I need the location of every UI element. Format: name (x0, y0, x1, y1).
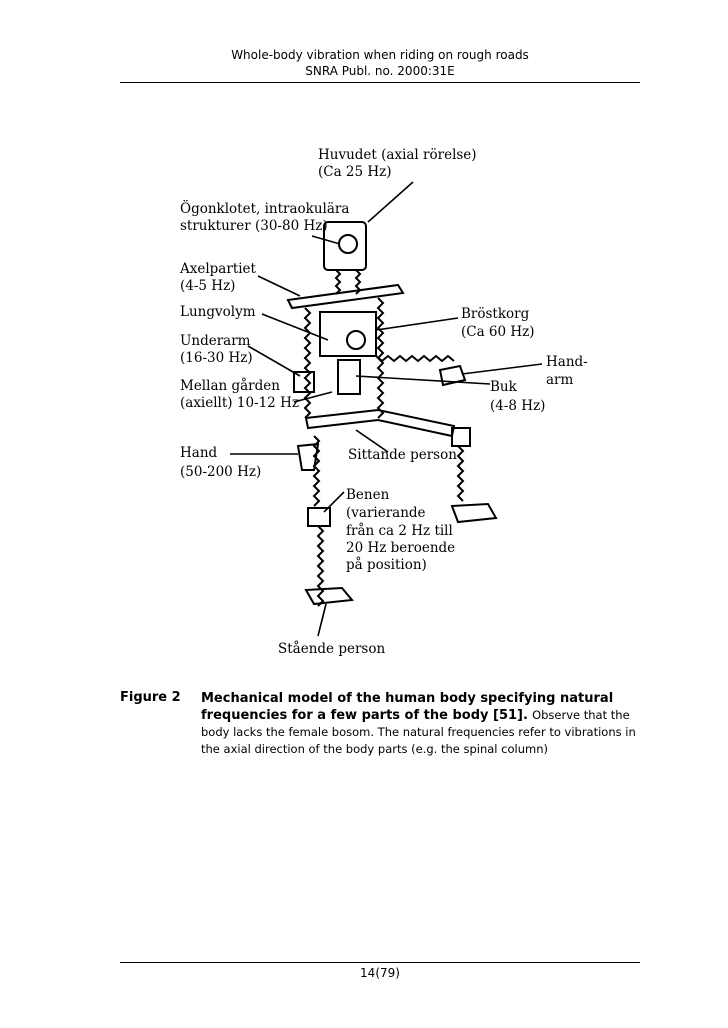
label-legs-3: från ca 2 Hz till (346, 523, 453, 539)
label-hand: Hand (180, 445, 218, 461)
chest-block (319, 311, 377, 357)
label-forearm: Underarm (180, 333, 251, 349)
figure-number: Figure 2 (120, 690, 181, 705)
leader-abdomen (355, 375, 491, 385)
standing-foot (304, 586, 354, 606)
label-legs-5: på position) (346, 557, 427, 573)
hand-arm-block (438, 364, 467, 387)
thigh-spring (312, 435, 321, 507)
label-eye-freq: strukturer (30-80 Hz) (180, 218, 328, 234)
label-head-freq: (Ca 25 Hz) (318, 164, 392, 180)
label-abdomen-freq: (4-8 Hz) (490, 398, 545, 414)
forearm-block (293, 371, 315, 393)
running-header-title: Whole-body vibration when riding on roug… (231, 48, 529, 62)
leader-lung (261, 313, 329, 341)
label-lung: Lungvolym (180, 304, 256, 320)
hand-block (296, 442, 320, 471)
body-model-figure: Huvudet (axial rörelse) (Ca 25 Hz) Ögonk… (179, 147, 588, 657)
label-hand-freq: (50-200 Hz) (180, 464, 261, 480)
label-legs-2: (varierande (346, 505, 426, 521)
label-forearm-freq: (16-30 Hz) (180, 350, 253, 366)
page-number: 14(79) (360, 966, 400, 980)
arm-spring (375, 354, 455, 363)
neck-spring-left (334, 269, 342, 295)
abdomen-mass (337, 359, 361, 395)
sitting-knee-block (451, 427, 471, 447)
seat-bar (304, 408, 456, 438)
label-diaphragm: Mellan gården (180, 378, 280, 394)
leader-chest (375, 317, 459, 331)
caption-text: Observe that the body lacks the female b… (201, 708, 636, 756)
shin-spring (316, 525, 325, 607)
leader-forearm (247, 345, 301, 377)
torso-spring-left (303, 307, 312, 419)
label-abdomen: Buk (490, 379, 518, 395)
shoulder-bar (286, 283, 405, 310)
knee-block (307, 507, 331, 527)
label-shoulder-freq: (4-5 Hz) (180, 278, 235, 294)
sitting-foot (450, 502, 498, 524)
leader-standing (317, 603, 327, 637)
eyeball-mass (338, 234, 358, 254)
sitting-shin-spring (456, 445, 465, 502)
leader-diaphragm (293, 391, 333, 403)
label-standing: Stående person (278, 641, 385, 657)
head-block (323, 221, 367, 271)
label-shoulder: Axelpartiet (179, 261, 257, 277)
footer-rule (120, 962, 640, 963)
label-seated: Sittande person (348, 447, 457, 463)
label-head: Huvudet (axial rörelse) (318, 147, 477, 163)
label-chest-freq: (Ca 60 Hz) (461, 324, 535, 340)
caption-title: Mechanical model of the human body speci… (201, 691, 614, 723)
leader-hand-arm (461, 363, 543, 375)
leader-shoulder (257, 275, 301, 297)
label-chest: Bröstkorg (461, 306, 530, 322)
figure-caption: Mechanical model of the human body speci… (201, 690, 641, 758)
leader-eye (311, 235, 341, 245)
leader-head (367, 181, 414, 223)
lung-mass (346, 330, 366, 350)
label-hand-arm-2: arm (546, 372, 574, 388)
label-hand-arm: Hand- (546, 354, 588, 370)
leader-seat (355, 429, 389, 453)
running-header-publication: SNRA Publ. no. 2000:31E (305, 64, 455, 78)
label-diaphragm-freq: (axiellt) 10-12 Hz (180, 395, 299, 411)
header-rule (120, 82, 640, 83)
label-legs-4: 20 Hz beroende (346, 540, 455, 556)
label-legs: Benen (346, 487, 390, 503)
label-eye: Ögonklotet, intraokulära (180, 200, 349, 217)
leader-legs (323, 491, 345, 513)
